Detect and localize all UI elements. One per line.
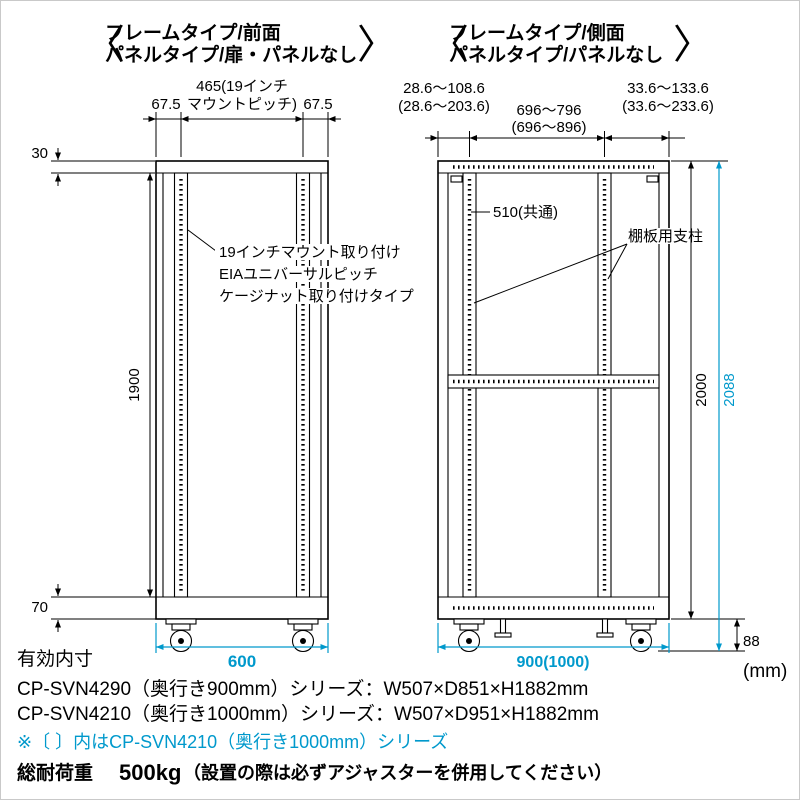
dim-outer-width: 600 bbox=[228, 652, 256, 671]
side-dim-post-pitch: 510(共通) bbox=[471, 204, 558, 221]
dim-offset-right: 67.5 bbox=[303, 96, 332, 113]
mount-note-line2: EIAユニバーサルピッチ bbox=[219, 266, 378, 283]
series-1000-spec: CP-SVN4210（奥行き1000mm）シリーズ：W507×D951×H188… bbox=[17, 703, 599, 725]
mount-note-line3: ケージナット取り付けタイプ bbox=[219, 288, 414, 305]
dim-inner-depth-1: 696〜796 bbox=[516, 102, 581, 119]
load-note: （設置の際は必ずアジャスターを併用してください） bbox=[183, 762, 612, 783]
dim-mount-width-2: マウントピッチ) bbox=[187, 96, 297, 113]
shelf-post-label: 棚板用支柱 bbox=[473, 227, 708, 304]
front-dim-width: 600 bbox=[155, 623, 329, 671]
dim-depth: 900(1000) bbox=[517, 654, 590, 671]
side-title-line1: フレームタイプ/側面 bbox=[449, 21, 625, 44]
mount-note-line1: 19インチマウント取り付け bbox=[219, 244, 401, 261]
dim-front-gap-2: (28.6〜203.6) bbox=[398, 98, 490, 115]
side-dim-right: 2000 2088 88 (mm) bbox=[658, 160, 787, 682]
front-title-line2: パネルタイプ/扉・パネルなし bbox=[105, 43, 357, 66]
front-frame bbox=[155, 160, 329, 620]
dim-mount-height: 1900 bbox=[126, 368, 143, 401]
dim-total-height: 2088 bbox=[721, 373, 738, 406]
front-title-bracket-close: 〉 bbox=[357, 23, 397, 67]
side-title-line2: パネルタイプ/パネルなし bbox=[449, 43, 663, 66]
front-title-line1: フレームタイプ/前面 bbox=[105, 21, 281, 44]
unit-label: (mm) bbox=[743, 661, 787, 682]
front-dim-top: 465(19インチ マウントピッチ) 67.5 67.5 bbox=[143, 78, 341, 157]
side-dim-depth: 900(1000) bbox=[437, 623, 670, 671]
side-view: 〈 フレームタイプ/側面 パネルタイプ/パネルなし 〉 bbox=[398, 21, 787, 682]
dim-caster-height: 88 bbox=[743, 633, 760, 650]
dim-front-gap-1: 28.6〜108.6 bbox=[403, 80, 485, 97]
front-annotation: 19インチマウント取り付け EIAユニバーサルピッチ ケージナット取り付けタイプ bbox=[187, 229, 414, 305]
load-value: 500kg bbox=[119, 760, 181, 785]
footer: 有効内寸 CP-SVN4290（奥行き900mm）シリーズ：W507×D851×… bbox=[17, 648, 612, 785]
dim-inner-depth-2: (696〜896) bbox=[511, 119, 586, 136]
adjuster-front bbox=[494, 618, 512, 638]
series-900-spec: CP-SVN4290（奥行き900mm）シリーズ：W507×D851×H1882… bbox=[17, 678, 588, 700]
dim-bottom-frame: 70 bbox=[31, 599, 48, 616]
label-shelf-post: 棚板用支柱 bbox=[628, 227, 703, 245]
load-label: 総耐荷重 bbox=[17, 761, 93, 784]
dim-rear-gap-1: 33.6〜133.6 bbox=[627, 80, 709, 97]
adjuster-rear bbox=[596, 618, 614, 638]
front-title-bracket-open: 〈 bbox=[85, 23, 125, 67]
side-dim-top: 28.6〜108.6 (28.6〜203.6) 696〜796 (696〜896… bbox=[398, 80, 714, 157]
dim-mount-width-1: 465(19インチ bbox=[196, 78, 288, 95]
bracket-note: ※〔 〕内はCP-SVN4210（奥行き1000mm）シリーズ bbox=[17, 732, 448, 752]
side-title-bracket-open: 〈 bbox=[429, 23, 469, 67]
dim-rear-gap-2: (33.6〜233.6) bbox=[622, 98, 714, 115]
side-title-bracket-close: 〉 bbox=[673, 23, 713, 67]
effective-dim-label: 有効内寸 bbox=[17, 648, 93, 670]
front-view: 〈 フレームタイプ/前面 パネルタイプ/扉・パネルなし 〉 bbox=[31, 21, 413, 671]
dim-post-pitch: 510(共通) bbox=[493, 204, 558, 221]
dim-top-frame: 30 bbox=[31, 145, 48, 162]
front-dim-left: 30 1900 70 bbox=[31, 145, 156, 632]
dim-frame-height: 2000 bbox=[693, 373, 710, 406]
dim-offset-left: 67.5 bbox=[151, 96, 180, 113]
